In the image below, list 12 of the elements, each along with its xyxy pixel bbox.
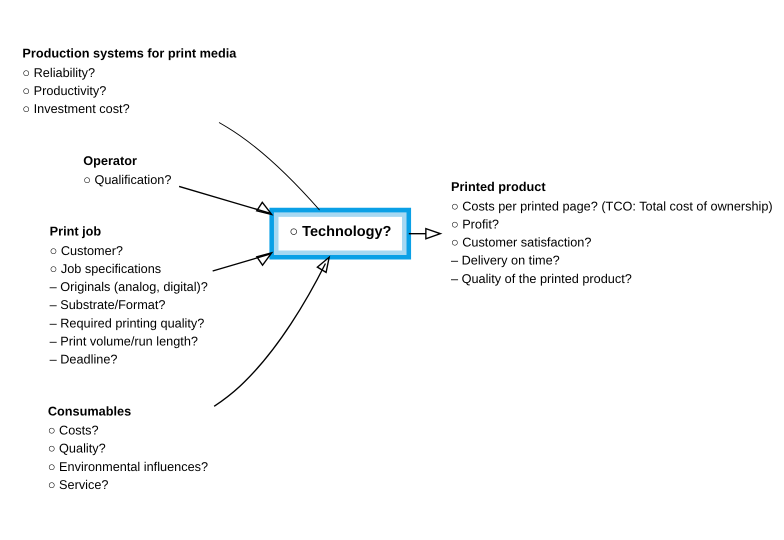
node-text: Operator ○ Qualification? xyxy=(83,152,172,187)
connector xyxy=(218,122,320,211)
node-text: Consumables ○ Costs? ○ Quality? ○ Environmental influences? ○ Service? xyxy=(48,403,208,492)
arrow xyxy=(214,256,330,407)
node-box: ○ Technology? xyxy=(278,216,402,250)
arrow xyxy=(178,186,274,216)
node-text: Print job ○ Customer? ○ Job specifications – Originals (analog, digital)? – Substrate/Format? – Required printing quality? – Print volume/run length? – Deadline? xyxy=(50,224,208,367)
node-text: Printed product ○ Costs per printed page? (TCO: Total cost of ownership) ○ Profit? ○ Customer satisfaction? – Delivery on time? – Quality of the printed product? xyxy=(451,179,773,286)
arrow xyxy=(212,252,274,272)
node-text: Production systems for print media ○ Reliability? ○ Productivity? ○ Investment cost? xyxy=(22,46,236,116)
cluster xyxy=(269,208,412,260)
arrow xyxy=(408,228,442,240)
